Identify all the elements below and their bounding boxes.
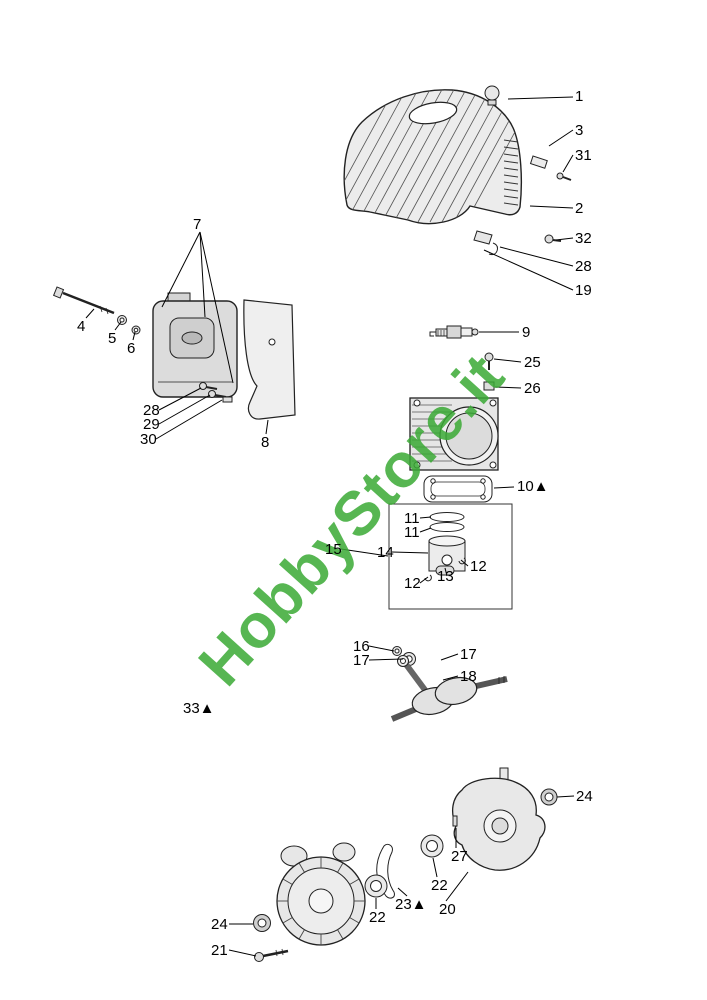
callout-part-12-left: 12 (404, 575, 421, 592)
callout-part-10: 10▲ (517, 478, 549, 495)
callout-part-33: 33▲ (183, 700, 215, 717)
oil-seal-right-drawing (540, 788, 558, 806)
bracket-3-drawing (529, 155, 548, 169)
leader-lines (85, 96, 575, 957)
piston-drawing (428, 535, 466, 572)
callout-part-29: 29 (143, 416, 160, 433)
callout-part-14: 14 (377, 544, 394, 561)
callout-part-11-a: 11 (404, 510, 420, 527)
clip-19-28-drawing (473, 230, 498, 256)
cylinder-drawing (409, 397, 499, 471)
screw-32-drawing (544, 234, 562, 244)
crankcase-right-half-drawing (451, 767, 546, 871)
spark-plug-drawing (429, 325, 479, 339)
crankshaft-drawing (390, 655, 508, 722)
piston-rings-drawing (429, 512, 465, 532)
callout-part-8: 8 (261, 434, 270, 451)
wrist-pin-drawing (435, 565, 455, 576)
callout-part-21: 21 (211, 942, 228, 959)
cylinder-gasket-drawing (423, 475, 493, 503)
callout-part-22-left: 22 (369, 909, 386, 926)
muffler-drawing (152, 292, 238, 398)
callout-part-22-right: 22 (431, 877, 448, 894)
callout-part-3: 3 (575, 122, 584, 139)
callout-part-16: 16 (353, 638, 370, 655)
callout-part-27: 27 (451, 848, 468, 865)
callout-part-19: 19 (575, 282, 592, 299)
washer-5-drawing (117, 315, 127, 325)
callout-part-4: 4 (77, 318, 86, 335)
callout-part-28-right: 28 (575, 258, 592, 275)
primer-bulb-drawing (484, 85, 500, 106)
callout-part-9: 9 (522, 324, 531, 341)
heat-shield-plate-drawing (243, 299, 296, 420)
dowel-pin-27-drawing (452, 815, 458, 827)
callout-part-28-left: 28 (143, 402, 160, 419)
callout-part-15: 15 (325, 541, 342, 558)
callout-part-30: 30 (140, 431, 157, 448)
callout-part-32: 32 (575, 230, 592, 247)
callout-part-18: 18 (460, 668, 477, 685)
callout-part-23: 23▲ (395, 896, 427, 913)
callout-part-6: 6 (127, 340, 136, 357)
muffler-screws-drawing (199, 382, 233, 403)
oil-seal-left-drawing (253, 914, 271, 932)
part-26-drawing (483, 381, 495, 391)
bolt-4-drawing (52, 286, 115, 315)
screw-21-drawing (254, 948, 289, 962)
callout-part-5: 5 (108, 330, 117, 347)
callout-part-24-left: 24 (211, 916, 228, 933)
crankcase-left-half-drawing (276, 842, 366, 946)
callout-part-2: 2 (575, 200, 584, 217)
screw-25-drawing (484, 352, 494, 370)
callout-part-24-right: 24 (576, 788, 593, 805)
callout-part-11-b: 11 (404, 524, 420, 541)
callout-part-17-left: 17 (353, 652, 370, 669)
cover-vent-slots (503, 139, 519, 206)
callout-part-12-right: 12 (470, 558, 487, 575)
callout-part-17-right: 17 (460, 646, 477, 663)
callout-part-13: 13 (437, 568, 454, 585)
piston-kit-box (388, 503, 513, 610)
washer-6-drawing (131, 325, 141, 335)
callout-part-20: 20 (439, 901, 456, 918)
callout-part-1: 1 (575, 88, 584, 105)
bearing-right-drawing (420, 834, 444, 858)
screw-31-drawing (556, 172, 572, 181)
bearing-left-drawing (364, 874, 388, 898)
callout-part-26: 26 (524, 380, 541, 397)
callout-part-25: 25 (524, 354, 541, 371)
callout-part-7: 7 (193, 216, 202, 233)
callout-part-31: 31 (575, 147, 592, 164)
engine-cover-drawing (343, 89, 523, 225)
